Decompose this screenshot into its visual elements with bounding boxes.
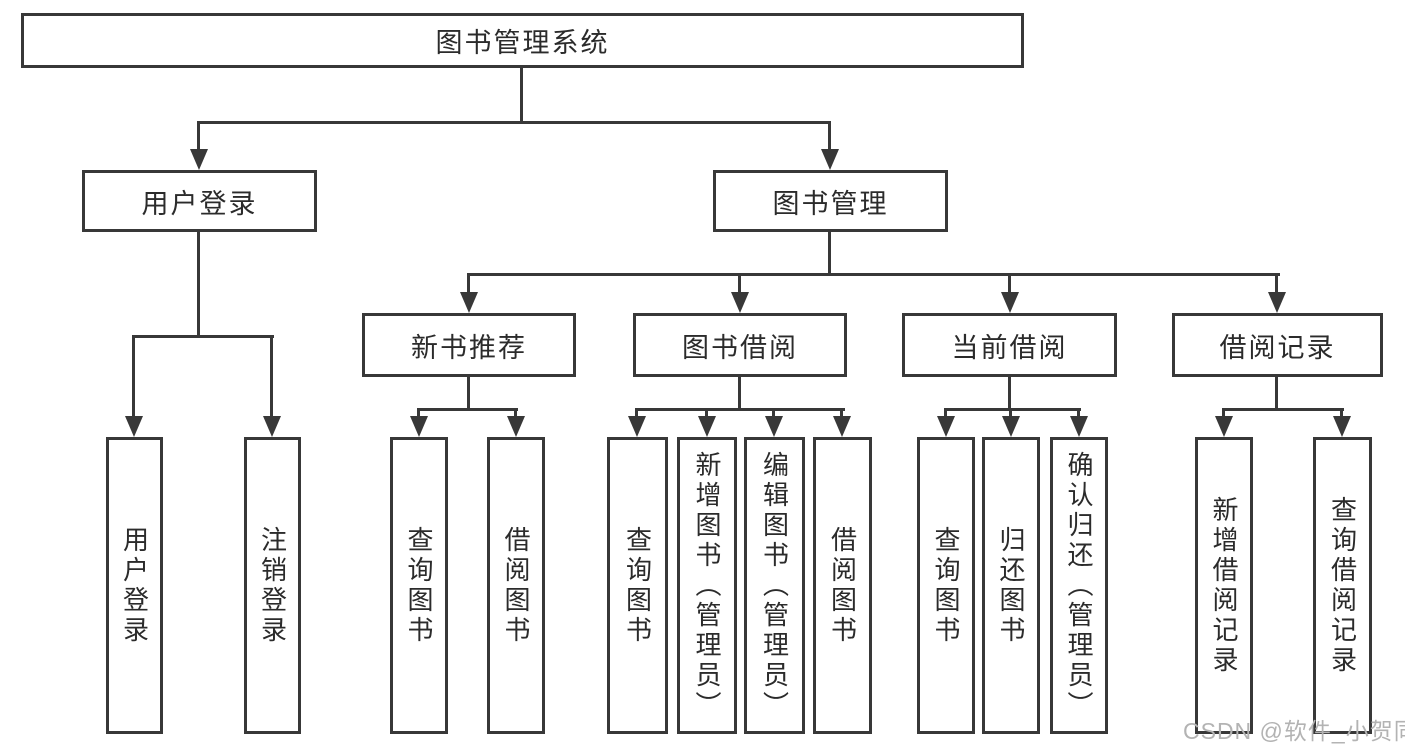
- arrow-down-icon: [507, 416, 525, 437]
- connector-vertical: [520, 68, 523, 124]
- leaf-label: 归还图书: [996, 525, 1026, 646]
- leaf-label: 查询图书: [931, 525, 961, 646]
- leaf-borrow-books-recommend: 借阅图书: [487, 437, 545, 734]
- arrow-down-icon: [937, 416, 955, 437]
- connector-stem: [1009, 408, 1012, 419]
- leaf-label: 借阅图书: [827, 525, 858, 646]
- connector-horizontal: [467, 273, 1280, 276]
- connector-stem: [197, 121, 200, 152]
- arrow-down-icon: [731, 292, 749, 313]
- connector-vertical: [828, 232, 831, 276]
- arrow-down-icon: [263, 416, 281, 437]
- arrow-down-icon: [1268, 292, 1286, 313]
- connector-stem: [1077, 408, 1080, 419]
- connector-stem: [270, 335, 273, 419]
- arrow-down-icon: [125, 416, 143, 437]
- connector-horizontal: [635, 408, 845, 411]
- leaf-edit-books-admin: 编辑图书（管理员）: [744, 437, 805, 734]
- connector-stem: [840, 408, 843, 419]
- leaf-user-login: 用户登录: [106, 437, 163, 734]
- connector-stem: [417, 408, 420, 419]
- leaf-confirm-return-admin: 确认归还（管理员）: [1050, 437, 1108, 734]
- leaf-label: 编辑图书（管理员）: [759, 450, 790, 721]
- connector-vertical: [1275, 377, 1278, 411]
- node-new-book-recommendation: 新书推荐: [362, 313, 576, 377]
- leaf-label: 查询借阅记录: [1327, 495, 1358, 676]
- leaf-query-books-borrowing: 查询图书: [607, 437, 668, 734]
- leaf-label: 用户登录: [119, 525, 150, 646]
- arrow-down-icon: [410, 416, 428, 437]
- arrow-down-icon: [1001, 292, 1019, 313]
- arrow-down-icon: [190, 149, 208, 170]
- connector-horizontal: [944, 408, 1081, 411]
- connector-stem: [772, 408, 775, 419]
- arrow-down-icon: [460, 292, 478, 313]
- leaf-label: 新增借阅记录: [1209, 495, 1239, 676]
- leaf-borrow-books: 借阅图书: [813, 437, 872, 734]
- connector-stem: [738, 273, 741, 295]
- arrow-down-icon: [1002, 416, 1020, 437]
- connector-vertical: [1008, 377, 1011, 411]
- connector-horizontal: [132, 335, 274, 338]
- connector-horizontal: [197, 121, 831, 124]
- connector-stem: [514, 408, 517, 419]
- connector-stem: [635, 408, 638, 419]
- arrow-down-icon: [628, 416, 646, 437]
- connector-vertical: [467, 377, 470, 411]
- connector-horizontal: [417, 408, 518, 411]
- connector-stem: [944, 408, 947, 419]
- node-book-management: 图书管理: [713, 170, 948, 232]
- connector-horizontal: [1222, 408, 1344, 411]
- node-library-management-system: 图书管理系统: [21, 13, 1024, 68]
- connector-stem: [705, 408, 708, 419]
- leaf-add-books-admin: 新增图书（管理员）: [677, 437, 737, 734]
- leaf-label: 注销登录: [257, 525, 288, 646]
- arrow-down-icon: [765, 416, 783, 437]
- leaf-add-borrow-record: 新增借阅记录: [1195, 437, 1253, 734]
- connector-vertical: [197, 232, 200, 338]
- connector-stem: [132, 335, 135, 419]
- leaf-label: 借阅图书: [501, 525, 531, 646]
- csdn-watermark: CSDN @软件_小贺同学: [1183, 718, 1405, 744]
- leaf-label: 查询图书: [404, 525, 434, 646]
- leaf-query-books-current: 查询图书: [917, 437, 975, 734]
- arrow-down-icon: [1215, 416, 1233, 437]
- leaf-label: 确认归还（管理员）: [1064, 450, 1094, 721]
- node-borrowing-records: 借阅记录: [1172, 313, 1383, 377]
- leaf-label: 新增图书（管理员）: [692, 450, 722, 721]
- node-book-borrowing: 图书借阅: [633, 313, 847, 377]
- connector-stem: [1340, 408, 1343, 419]
- connector-stem: [1222, 408, 1225, 419]
- leaf-query-borrow-record: 查询借阅记录: [1313, 437, 1372, 734]
- connector-stem: [1008, 273, 1011, 295]
- leaf-return-books: 归还图书: [982, 437, 1040, 734]
- arrow-down-icon: [1070, 416, 1088, 437]
- node-user-login: 用户登录: [82, 170, 317, 232]
- arrow-down-icon: [698, 416, 716, 437]
- connector-vertical: [738, 377, 741, 411]
- connector-stem: [1275, 273, 1278, 295]
- node-current-borrowing: 当前借阅: [902, 313, 1117, 377]
- connector-stem: [467, 273, 470, 295]
- arrow-down-icon: [1333, 416, 1351, 437]
- arrow-down-icon: [821, 149, 839, 170]
- leaf-query-books-recommend: 查询图书: [390, 437, 448, 734]
- leaf-label: 查询图书: [622, 525, 653, 646]
- leaf-logout: 注销登录: [244, 437, 301, 734]
- connector-stem: [828, 121, 831, 152]
- arrow-down-icon: [833, 416, 851, 437]
